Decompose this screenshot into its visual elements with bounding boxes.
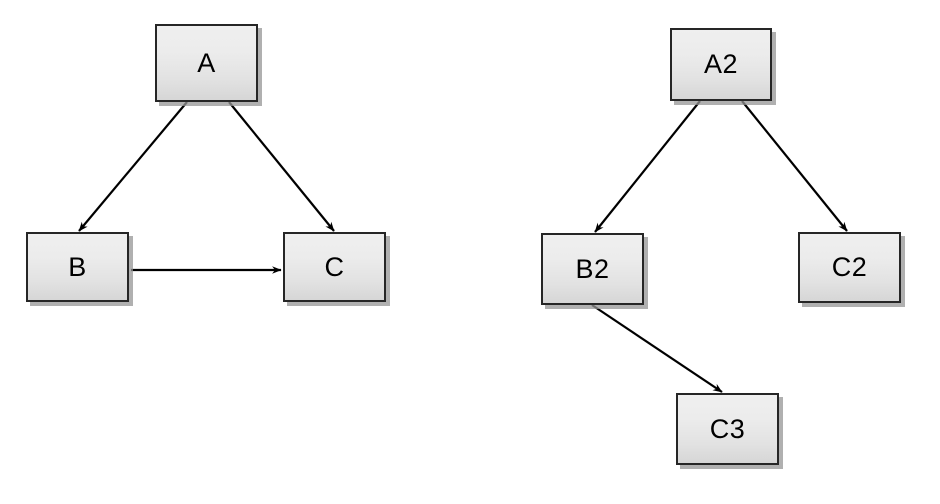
node-label: C xyxy=(324,251,345,282)
edge-a2-to-b2 xyxy=(594,100,701,233)
node-label: B2 xyxy=(575,253,610,284)
node-label: B xyxy=(68,251,87,282)
node-c[interactable]: C xyxy=(283,232,386,302)
node-label: A xyxy=(197,47,216,78)
edge-b2-to-c3 xyxy=(591,304,723,393)
edge-a-to-c xyxy=(228,101,335,232)
node-c2[interactable]: C2 xyxy=(798,232,901,303)
node-c3[interactable]: C3 xyxy=(676,393,779,465)
edge-a2-to-c2 xyxy=(741,100,848,232)
node-a[interactable]: A xyxy=(155,24,258,102)
edge-group xyxy=(78,100,848,393)
node-label: C2 xyxy=(831,252,868,282)
node-label: C3 xyxy=(709,413,746,444)
node-b2[interactable]: B2 xyxy=(541,233,644,305)
node-b[interactable]: B xyxy=(26,232,129,302)
edge-a-to-b xyxy=(78,101,188,232)
node-label: A2 xyxy=(703,49,739,79)
node-a2[interactable]: A2 xyxy=(670,28,772,101)
